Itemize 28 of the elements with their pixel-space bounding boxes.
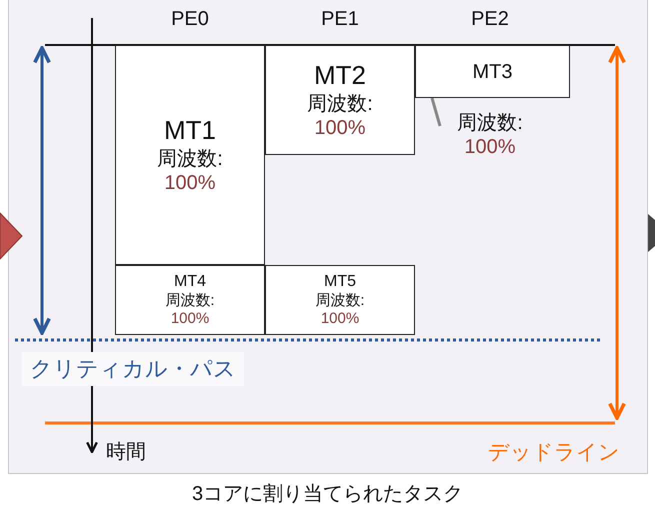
frequency-value: 100%: [314, 116, 366, 140]
task-label: MT2: [314, 60, 366, 92]
axis-label: 時間: [106, 440, 146, 465]
column-header: PE0: [170, 8, 210, 31]
task-label: MT5: [324, 272, 356, 292]
caption: 3コアに割り当てられたタスク: [190, 482, 464, 507]
task-box: [415, 45, 570, 98]
frequency-value: 100%: [164, 170, 216, 195]
column-header: PE1: [320, 8, 360, 31]
frequency-label: MT3: [472, 60, 512, 84]
task-label: MT1: [164, 115, 216, 147]
frequency-label: 周波数:: [307, 92, 373, 116]
task-box: [265, 45, 415, 155]
deadline-label: デッドライン: [488, 440, 620, 466]
frequency-label: 周波数:: [165, 292, 215, 310]
task-box: [265, 265, 415, 335]
frequency-value: 100%: [464, 135, 516, 159]
task-label: MT4: [174, 272, 206, 292]
task-box: [115, 45, 265, 265]
critical-path-label: クリティカル・パス: [22, 352, 244, 386]
frequency-value: 100%: [170, 310, 210, 328]
task-box: [115, 265, 265, 335]
leader-line: [430, 98, 442, 126]
frequency-value: 100%: [320, 310, 360, 328]
column-header: PE2: [470, 8, 510, 31]
frequency-label: 周波数:: [315, 292, 365, 310]
frequency-label: 周波数:: [157, 146, 223, 171]
frequency-label: 周波数:: [457, 111, 523, 135]
